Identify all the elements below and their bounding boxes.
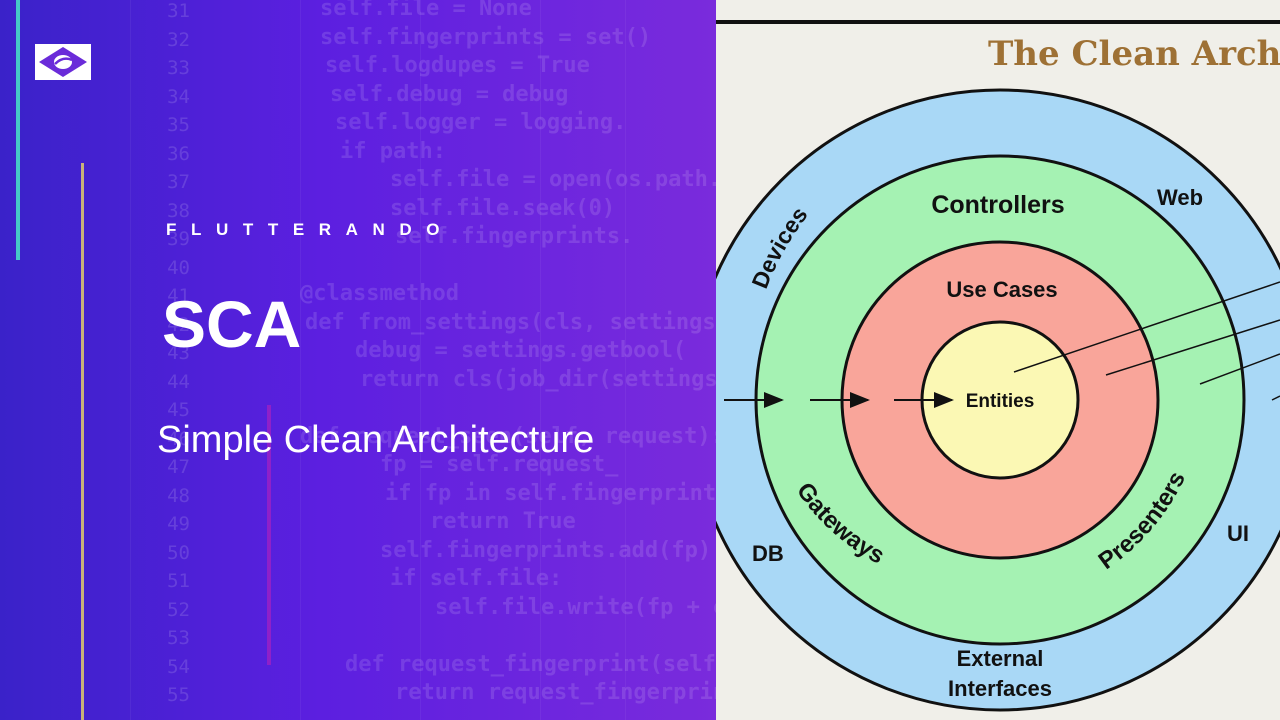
code-line: @classmethod: [300, 281, 459, 306]
label-interfaces: Interfaces: [948, 676, 1052, 701]
code-line: def request_seen(self, request):: [300, 423, 716, 449]
teal-accent-bar: [16, 0, 20, 260]
code-line-number: 31: [167, 0, 190, 22]
code-line-number: 36: [167, 142, 190, 165]
code-line: self.file = open(os.path.: [390, 167, 716, 192]
code-line: return True: [430, 509, 576, 534]
code-line-number: 48: [167, 484, 190, 507]
label-db: DB: [752, 541, 784, 566]
brand-label: FLUTTERANDO: [166, 220, 455, 239]
code-line-number: 40: [167, 256, 190, 279]
clean-architecture-diagram: The Clean Architecture Devices Web DB UI…: [716, 0, 1280, 720]
code-line: self.debug = debug: [330, 81, 569, 107]
code-line: if fp in self.fingerprints:: [385, 480, 716, 506]
code-line-number: 52: [167, 598, 190, 621]
code-line: def from_settings(cls, settings):: [305, 309, 716, 335]
code-line-number: 54: [167, 655, 190, 678]
code-line-number: 35: [167, 114, 190, 136]
code-line-number: 43: [167, 342, 190, 364]
code-line: self.file.write(fp + os: [435, 594, 716, 620]
code-line: def request_fingerprint(self,: [345, 651, 716, 677]
code-line-number: 46: [167, 427, 190, 450]
code-line: self.fingerprints = set(): [320, 24, 652, 50]
magenta-accent-line: [267, 405, 271, 665]
label-use-cases: Use Cases: [946, 277, 1057, 302]
code-line: debug = settings.getbool(: [355, 338, 687, 363]
code-line-number: 42: [167, 313, 190, 336]
code-line-number: 34: [167, 85, 190, 108]
code-line-number: 41: [167, 285, 190, 307]
top-rule: [716, 20, 1280, 24]
code-line: self.logger = logging.: [335, 110, 627, 135]
code-line-number: 50: [167, 541, 190, 564]
gold-accent-line: [81, 163, 84, 720]
code-line-number: 33: [167, 57, 190, 79]
code-line: self.file = None: [320, 0, 532, 21]
code-line-number: 49: [167, 513, 190, 535]
code-line: return request_fingerprint: [395, 680, 716, 705]
code-line-number: 51: [167, 570, 190, 592]
code-line: self.logdupes = True: [325, 53, 590, 78]
code-line: self.file.seek(0): [390, 195, 616, 221]
label-entities: Entities: [966, 391, 1035, 412]
background-code: 31 32 33 34 35 36 37 38 39 40 41 42 43 44 45 46 47 48 49 50…: [150, 0, 716, 720]
code-line-number: 53: [167, 627, 190, 649]
code-line-number: 45: [167, 399, 190, 421]
page-subtitle: Simple Clean Architecture: [157, 419, 595, 461]
flutterando-logo-icon: [35, 44, 91, 80]
code-line-number: 55: [167, 684, 190, 706]
label-controllers: Controllers: [931, 191, 1064, 219]
diagram-title: The Clean Architecture: [988, 34, 1280, 74]
code-line-number: 37: [167, 171, 190, 193]
label-web: Web: [1157, 185, 1203, 210]
code-line: if path:: [340, 138, 446, 164]
label-external: External: [957, 646, 1044, 671]
code-line-number: 47: [167, 456, 190, 478]
code-line: self.fingerprints.add(fp): [380, 537, 712, 563]
cover-panel: 31 32 33 34 35 36 37 38 39 40 41 42 43 44 45 46 47 48 49 50…: [0, 0, 716, 720]
code-line-number: 39: [167, 228, 190, 250]
concentric-rings: Devices Web DB UI External Interfaces Co…: [716, 88, 1280, 712]
code-line: self.fingerprints.: [395, 224, 634, 249]
code-line: if self.file:: [390, 566, 563, 591]
page-title: SCA: [162, 287, 302, 361]
label-ui: UI: [1227, 521, 1249, 546]
code-line: return cls(job_dir(settings),: [360, 366, 716, 392]
code-line-number: 44: [167, 370, 190, 393]
code-line-number: 32: [167, 28, 190, 51]
code-line-number: 38: [167, 199, 190, 222]
code-line: fp = self.request_: [380, 452, 619, 477]
